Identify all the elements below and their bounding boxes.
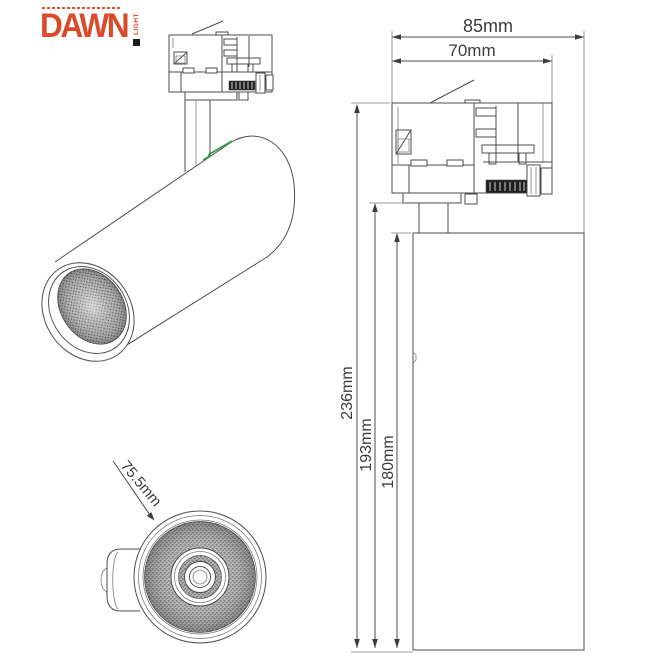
dim-236mm: 236mm xyxy=(339,366,356,419)
logo-tagline-microtext xyxy=(42,7,122,9)
dawn-logo: DAWN LIGHT xyxy=(40,5,140,47)
logo-brand-text: DAWN xyxy=(40,7,130,45)
dim-width-adapter: 70mm xyxy=(392,41,552,64)
dim-height-body: 180mm xyxy=(380,232,411,648)
lock-lever-side xyxy=(526,164,541,197)
lock-lever-3d xyxy=(255,72,266,94)
dim-width-total: 85mm xyxy=(392,16,584,40)
track-adapter-side xyxy=(391,79,553,205)
dim-180mm: 180mm xyxy=(380,435,397,488)
dim-height-total: 236mm xyxy=(339,102,390,648)
dim-85mm: 85mm xyxy=(463,16,513,36)
phase-leader-line xyxy=(191,20,224,35)
dim-193mm: 193mm xyxy=(358,418,375,471)
logo-square-icon xyxy=(132,39,140,46)
terminal-block-side xyxy=(485,179,529,194)
body-seam xyxy=(412,351,417,364)
view-side: 85mm 70mm xyxy=(339,16,585,653)
front-bracket xyxy=(100,548,140,612)
green-accent-line xyxy=(207,140,233,156)
spotlight-body-3d xyxy=(41,100,296,362)
diameter-arrowhead xyxy=(146,512,155,521)
track-adapter-3d xyxy=(168,20,274,101)
dim-height-stem: 193mm xyxy=(358,202,404,648)
spotlight-body-side xyxy=(412,232,585,651)
dim-70mm: 70mm xyxy=(448,41,495,60)
view-front: 75.5mm xyxy=(100,458,267,644)
phase-leader-line-side xyxy=(429,79,475,104)
diameter-callout: 75.5mm xyxy=(112,458,165,521)
view-3d-perspective xyxy=(41,20,296,362)
terminal-block-3d xyxy=(228,80,256,91)
front-face xyxy=(133,510,267,644)
